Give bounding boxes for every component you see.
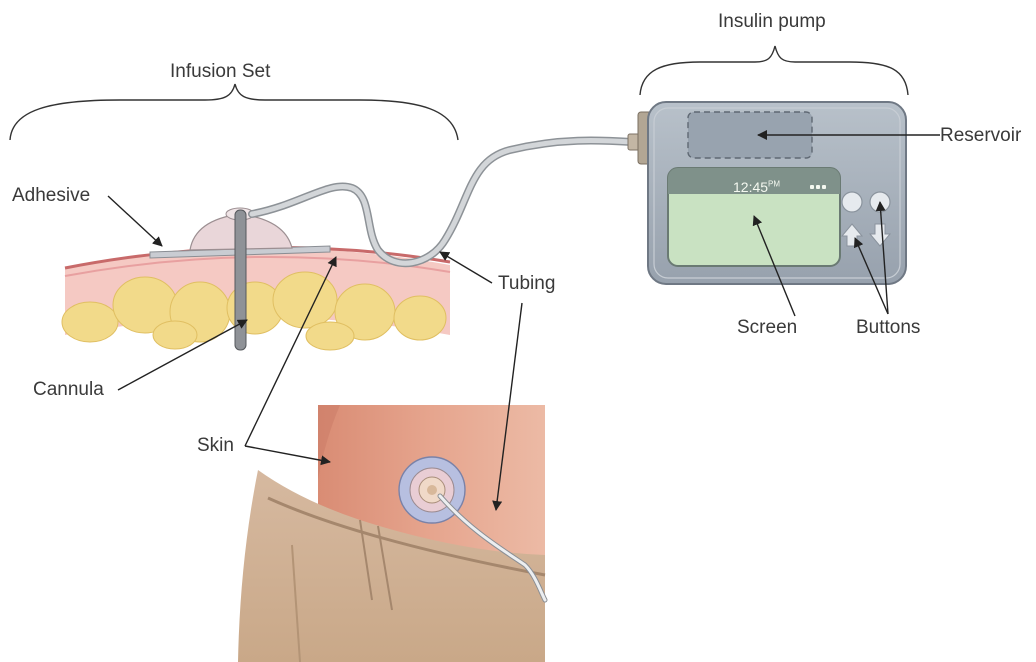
infusion-set-brace bbox=[10, 84, 458, 140]
tubing-label: Tubing bbox=[498, 274, 555, 293]
insulin-pump-label: Insulin pump bbox=[718, 12, 826, 31]
pump-button-top-left[interactable] bbox=[842, 192, 862, 212]
screen-label: Screen bbox=[737, 318, 797, 337]
abdomen-illustration bbox=[238, 405, 545, 662]
pump-time-value: 12:45 bbox=[733, 179, 768, 195]
cannula-needle bbox=[235, 210, 246, 350]
adhesive-arrow bbox=[108, 196, 162, 246]
pump-time-suffix: PM bbox=[768, 179, 780, 188]
adhesive-label: Adhesive bbox=[12, 186, 90, 205]
insulin-pump-brace bbox=[640, 46, 908, 95]
skin-arrow-lower bbox=[245, 446, 330, 462]
infusion-set-label: Infusion Set bbox=[170, 62, 270, 81]
skin-cross-section bbox=[62, 208, 450, 350]
pump-display-time: 12:45PM bbox=[733, 180, 780, 194]
buttons-label: Buttons bbox=[856, 318, 920, 337]
reservoir-label: Reservoir bbox=[940, 126, 1021, 145]
cannula-label: Cannula bbox=[33, 380, 104, 399]
skin-label: Skin bbox=[197, 436, 234, 455]
